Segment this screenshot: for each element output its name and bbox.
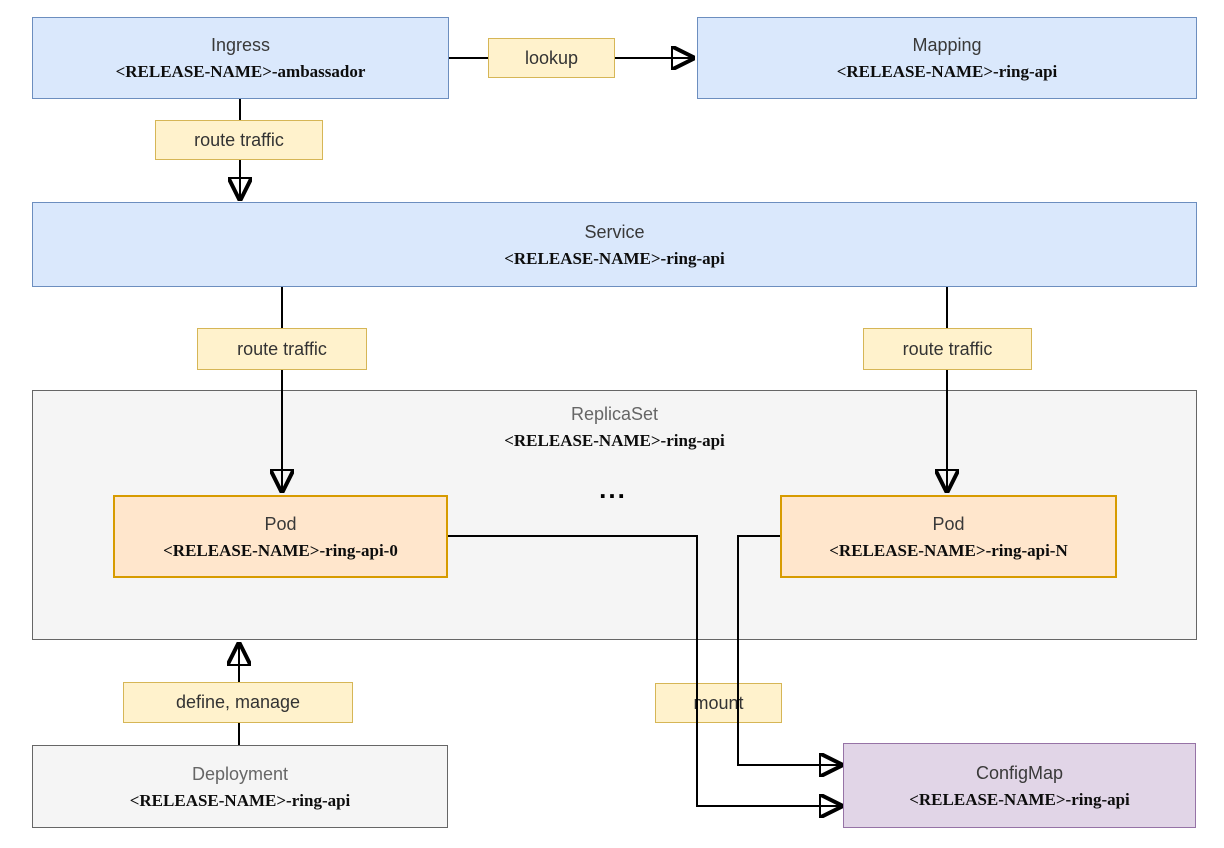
node-subtitle: <RELEASE-NAME>-ring-api — [504, 431, 725, 450]
edge-label-route-traffic-3: route traffic — [863, 328, 1032, 370]
node-service: Service <RELEASE-NAME>-ring-api — [32, 202, 1197, 287]
node-subtitle: <RELEASE-NAME>-ring-api — [836, 62, 1058, 81]
node-ingress: Ingress <RELEASE-NAME>-ambassador — [32, 17, 449, 99]
edge-label-define-manage: define, manage — [123, 682, 353, 723]
node-title: Pod — [264, 513, 297, 534]
node-title: Mapping — [912, 35, 982, 55]
node-mapping: Mapping <RELEASE-NAME>-ring-api — [697, 17, 1197, 99]
node-title: Ingress — [210, 35, 271, 55]
pods-ellipsis: ... — [599, 474, 627, 504]
node-subtitle: <RELEASE-NAME>-ambassador — [115, 62, 366, 81]
node-configmap: ConfigMap <RELEASE-NAME>-ring-api — [843, 743, 1196, 828]
edge-label-route-traffic-2: route traffic — [197, 328, 367, 370]
edge-label-mount: mount — [655, 683, 782, 723]
node-subtitle: <RELEASE-NAME>-ring-api-0 — [163, 540, 398, 560]
node-title: Deployment — [191, 763, 289, 784]
node-title: ReplicaSet — [570, 404, 659, 424]
node-subtitle: <RELEASE-NAME>-ring-api — [909, 789, 1130, 809]
node-subtitle: <RELEASE-NAME>-ring-api-N — [829, 540, 1068, 560]
edge-label-lookup: lookup — [488, 38, 615, 78]
edge-label-route-traffic-1: route traffic — [155, 120, 323, 160]
node-deployment: Deployment <RELEASE-NAME>-ring-api — [32, 745, 448, 828]
node-subtitle: <RELEASE-NAME>-ring-api — [504, 248, 725, 268]
node-title: Pod — [932, 513, 965, 534]
node-title: Service — [584, 221, 645, 242]
node-pod-0: Pod <RELEASE-NAME>-ring-api-0 — [113, 495, 448, 578]
node-subtitle: <RELEASE-NAME>-ring-api — [129, 790, 351, 810]
node-title: ConfigMap — [975, 762, 1064, 783]
node-pod-n: Pod <RELEASE-NAME>-ring-api-N — [780, 495, 1117, 578]
